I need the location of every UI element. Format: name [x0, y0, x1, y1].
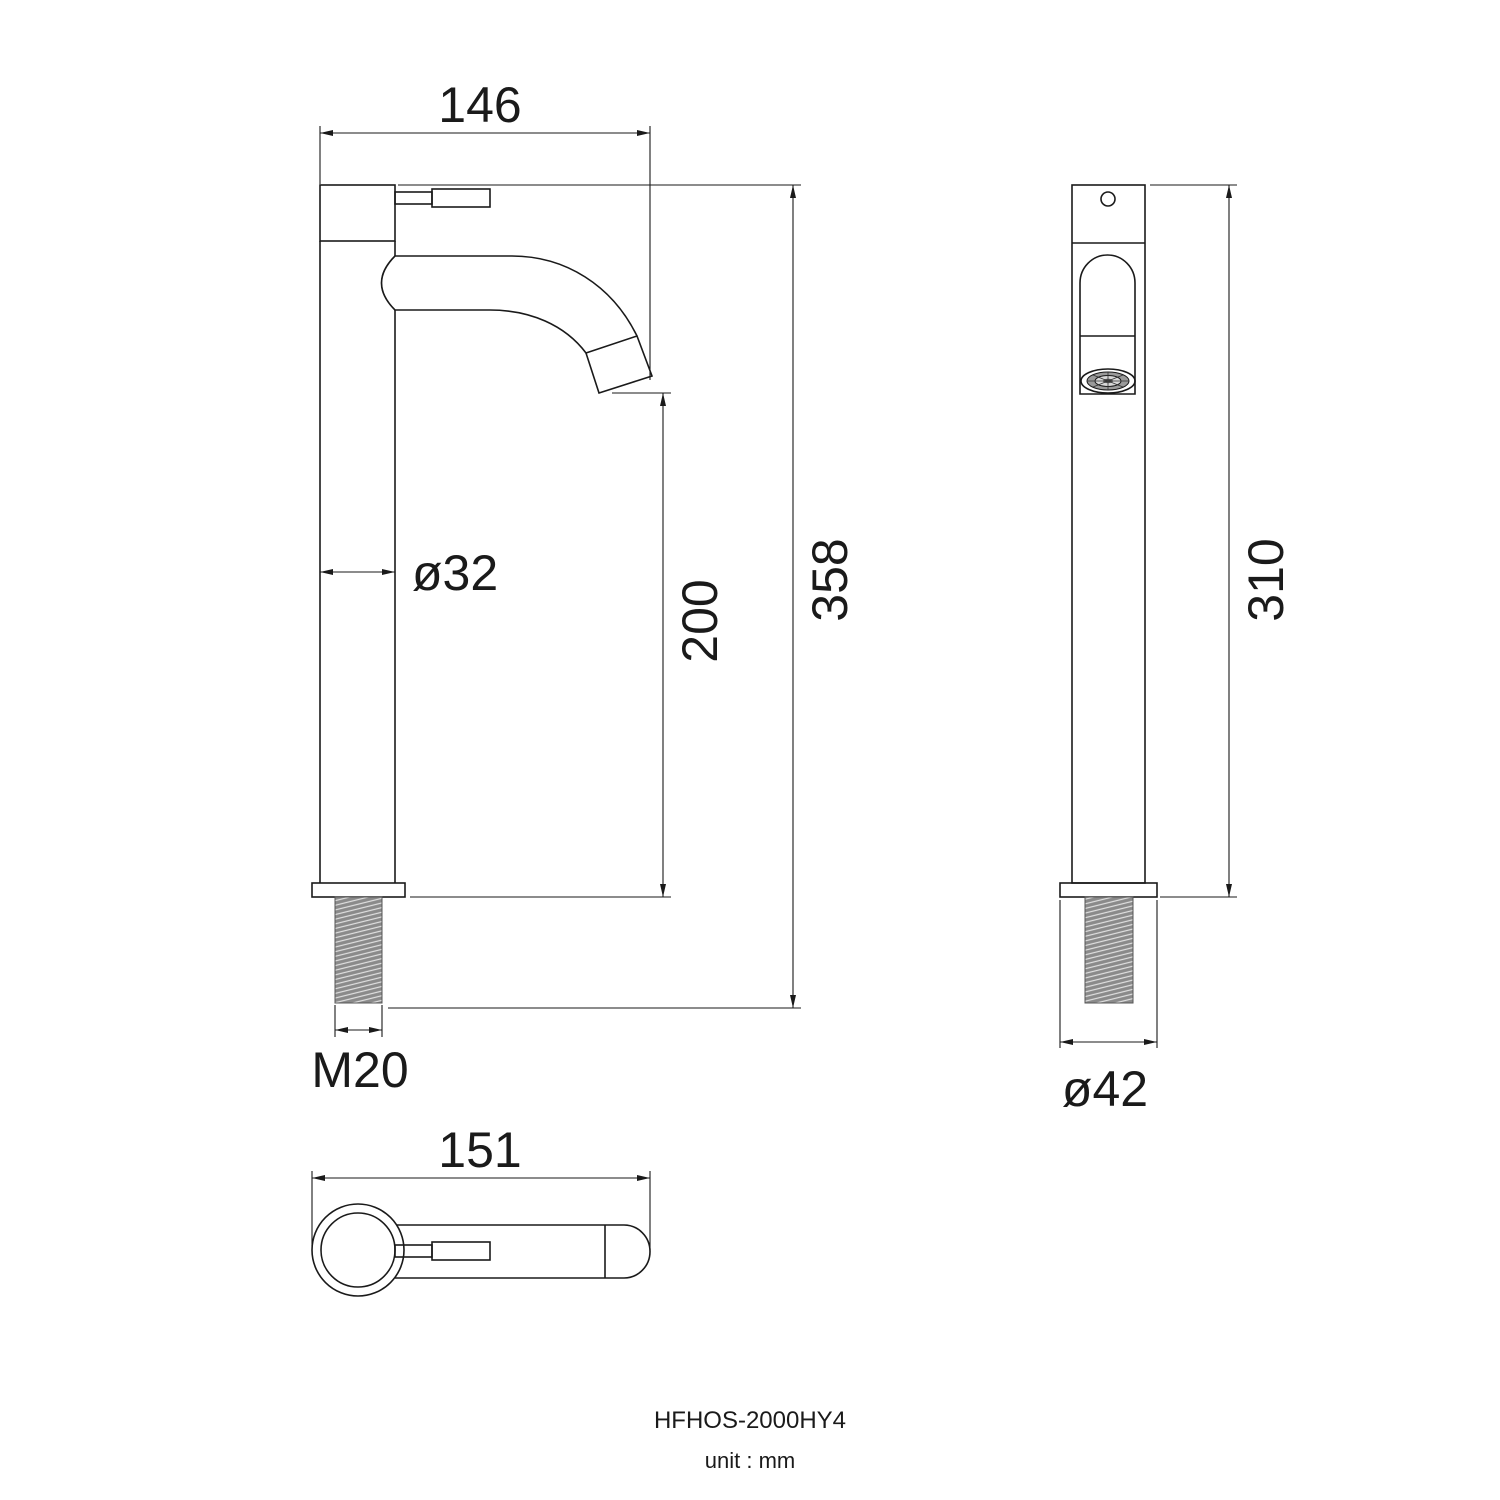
- top-spout: [395, 1224, 651, 1279]
- aerator-outer-ring: [1080, 368, 1136, 394]
- width-label: 146: [438, 77, 521, 133]
- top-view-dimensions: 151: [311, 1122, 651, 1250]
- side-view-dimensions: 146 ø32 200 358 M20: [311, 77, 858, 1098]
- total-height-label: 358: [802, 538, 858, 621]
- lever-grip: [431, 188, 491, 208]
- front-spout: [1079, 254, 1136, 395]
- front-view-dimensions: 310 ø42: [1059, 184, 1294, 1117]
- spout-nozzle: [584, 334, 654, 395]
- top-view: [311, 1203, 651, 1297]
- body-diameter-label: ø32: [412, 545, 498, 601]
- front-thread-shank: [1084, 896, 1134, 1004]
- length-label: 151: [438, 1122, 521, 1178]
- top-body-outer-circle: [311, 1203, 405, 1297]
- side-view: [311, 184, 654, 1004]
- thread-label: M20: [311, 1042, 408, 1098]
- front-view: [1059, 184, 1158, 1004]
- thread-shank: [334, 896, 383, 1004]
- top-lever-grip: [431, 1241, 491, 1261]
- aerator: [1080, 368, 1136, 394]
- lever-pin: [1100, 191, 1116, 207]
- base-diameter-label: ø42: [1062, 1061, 1148, 1117]
- front-height-label: 310: [1238, 538, 1294, 621]
- spout-height-label: 200: [672, 579, 728, 662]
- spout: [380, 255, 638, 354]
- aerator-spokes: [1087, 372, 1129, 390]
- unit-note: unit : mm: [705, 1448, 795, 1473]
- footer: HFHOS-2000HY4 unit : mm: [654, 1407, 846, 1473]
- model-number: HFHOS-2000HY4: [654, 1407, 846, 1434]
- body-cap: [319, 184, 396, 242]
